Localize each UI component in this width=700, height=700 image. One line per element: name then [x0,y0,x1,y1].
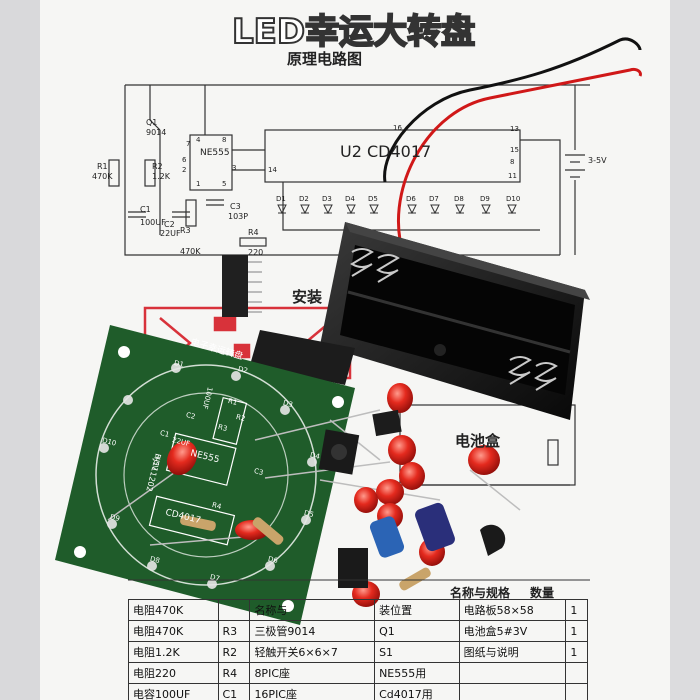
table-cell: Cd4017用 [374,683,460,700]
transistor [480,524,506,556]
red-led-group [166,383,500,607]
schematic-title: 原理电路图 [287,50,363,68]
table-cell: 图纸与说明 [458,641,567,663]
q1-label: Q1 [146,118,158,127]
r4-val-label: 220 [248,248,264,257]
led-d8: D8 [454,195,464,203]
r3-val-label: 470K [180,247,201,256]
ic-socket-16 [222,255,262,317]
c3-label: C3 [230,202,241,211]
table-row: 电阻1.2K R2 轻触开关6×6×7 S1 图纸与说明 1 [128,641,588,663]
black-wire [383,37,642,183]
table-cell [565,662,588,684]
ic1-pin-8: 8 [222,136,227,144]
table-header-qty: 数量 [530,586,555,600]
led-d5: D5 [368,195,378,203]
schematic-led-symbols [277,204,517,215]
pin-11: 11 [508,172,517,180]
led-d7: D7 [429,195,439,203]
r1-val-label: 470K [92,172,113,181]
table-row: 电阻220 R4 8PIC座 NE555用 [128,662,588,684]
table-cell: R4 [217,662,251,684]
r3-label: R3 [180,226,191,235]
ic1-pin-1: 1 [196,180,201,188]
sheet-title: LED幸运大转盘 [231,11,476,53]
pin-8: 8 [510,158,515,166]
supply-label: 3-5V [588,156,607,165]
r1-label: R1 [97,162,108,171]
led-d6: D6 [406,195,416,203]
table-row: 电容100UF C1 16PIC座 Cd4017用 [128,683,588,700]
capacitors [369,409,455,558]
ic1-pin-3: 3 [232,164,237,172]
pin-16: 16 [393,124,402,132]
c2-val-label: 22UF [160,229,181,238]
battery-box-label: 电池盒 [455,432,501,450]
red-wire [397,68,642,241]
table-cell: R2 [217,641,251,663]
ic1-pin-7: 7 [186,140,191,148]
led-d4: D4 [345,195,355,203]
ic1-pin-5: 5 [222,180,227,188]
led-d1: D1 [276,195,286,203]
c2-label: C2 [164,220,175,229]
table-cell: 1 [565,641,588,663]
table-cell: 1 [565,599,588,621]
c1-label: C1 [140,205,151,214]
pushbutton [318,429,360,475]
pin-13: 13 [510,125,519,133]
table-cell: NE555用 [374,662,460,684]
table-cell: 名称与 [249,599,376,621]
table-cell: 电阻470K [128,599,219,621]
install-label: 安装 [292,288,323,306]
table-cell: 轻触开关6×6×7 [249,641,376,663]
table-cell: 电阻220 [128,662,219,684]
ic2-label: U2 CD4017 [340,142,432,161]
table-cell [565,683,588,700]
table-cell [458,683,567,700]
table-row: 电阻470K 名称与 装位置 电路板58×58 1 [128,599,588,621]
table-cell: 16PIC座 [249,683,376,700]
ic1-pin-4: 4 [196,136,201,144]
resistors [180,515,431,591]
q1-part-label: 9014 [146,128,167,137]
ne555-chip [338,548,368,588]
c1-val-label: 100UF [140,218,166,227]
table-cell: 1 [565,620,588,642]
table-cell: 电阻1.2K [128,641,219,663]
table-cell [217,599,251,621]
r2-label: R2 [152,162,163,171]
table-cell: C1 [217,683,251,700]
schematic-circuit [108,84,590,256]
table-cell: Q1 [374,620,460,642]
ic1-pin-2: 2 [182,166,187,174]
table-cell: 三极管9014 [249,620,376,642]
table-cell: 电路板58×58 [458,599,567,621]
table-cell: 装位置 [374,599,460,621]
r2-val-label: 1.2K [152,172,170,181]
c3-val-label: 103P [228,212,249,221]
ic1-pin-6: 6 [182,156,187,164]
led-d10: D10 [506,195,521,203]
table-header-name: 名称与规格 [450,586,511,600]
table-cell: 电容100UF [128,683,219,700]
battery-holder [320,222,590,420]
pin-15: 15 [510,146,519,154]
pin-14: 14 [268,166,277,174]
r4-label: R4 [248,228,259,237]
table-cell: 电阻470K [128,620,219,642]
table-cell: 电池盒5#3V [458,620,567,642]
led-d3: D3 [322,195,332,203]
led-d2: D2 [299,195,309,203]
led-d9: D9 [480,195,490,203]
table-cell: 8PIC座 [249,662,376,684]
ic1-label: NE555 [200,148,230,158]
table-row: 电阻470K R3 三极管9014 Q1 电池盒5#3V 1 [128,620,588,642]
table-cell [458,662,567,684]
table-cell: R3 [217,620,251,642]
parts-table: 电阻470K 名称与 装位置 电路板58×58 1 电阻470K R3 三极管9… [128,599,588,700]
table-cell: S1 [374,641,460,663]
